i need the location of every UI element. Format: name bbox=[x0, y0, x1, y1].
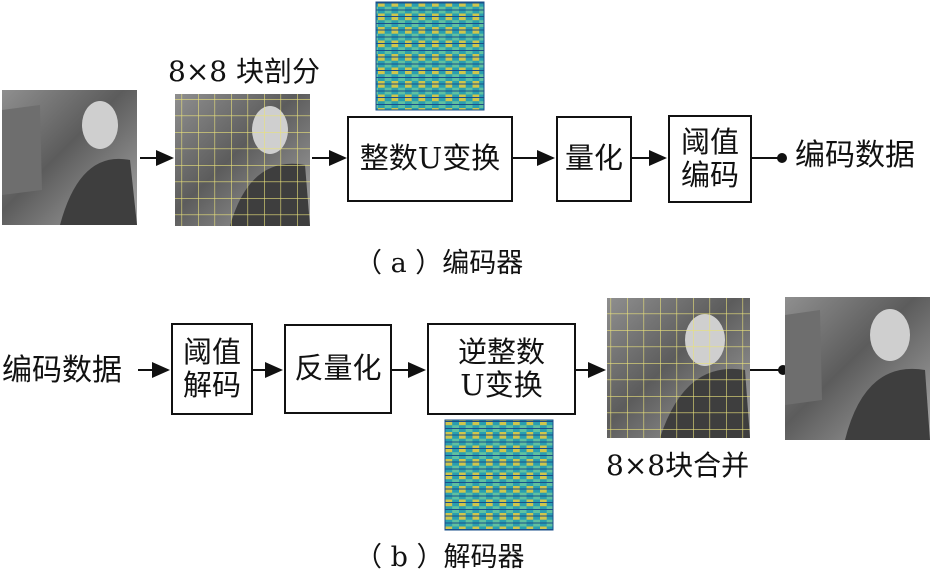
source-image bbox=[2, 90, 137, 225]
reconstructed-image bbox=[785, 297, 930, 440]
merged-image bbox=[607, 298, 750, 438]
quantize-text: 量化 bbox=[564, 141, 623, 176]
decoder-caption: （ b ）解码器 bbox=[355, 542, 525, 573]
threshold-decode-box: 阈值 解码 bbox=[171, 323, 253, 415]
split-label: 8×8 块剖分 bbox=[168, 55, 320, 88]
split-image bbox=[175, 94, 310, 226]
threshold-encode-line2: 编码 bbox=[680, 158, 739, 192]
basis-image-decoder bbox=[444, 419, 554, 531]
encoded-output-label: 编码数据 bbox=[795, 138, 915, 173]
threshold-decode-line2: 解码 bbox=[182, 368, 241, 402]
dequantize-box: 反量化 bbox=[284, 324, 392, 414]
inverse-transform-line1: 逆整数 bbox=[457, 334, 545, 369]
basis-image-encoder bbox=[375, 1, 485, 111]
output-dot bbox=[777, 153, 787, 163]
dequantize-text: 反量化 bbox=[294, 351, 382, 386]
quantize-box: 量化 bbox=[556, 116, 632, 202]
threshold-encode-line1: 阈值 bbox=[680, 124, 739, 159]
threshold-decode-line1: 阈值 bbox=[182, 334, 241, 369]
threshold-encode-box: 阈值 编码 bbox=[668, 115, 752, 203]
merge-label: 8×8块合并 bbox=[606, 449, 750, 482]
inverse-transform-box: 逆整数 U变换 bbox=[427, 323, 576, 415]
integer-u-transform-box: 整数U变换 bbox=[347, 116, 513, 202]
integer-u-transform-text: 整数U变换 bbox=[359, 141, 501, 176]
inverse-transform-line2: U变换 bbox=[460, 368, 543, 402]
encoded-input-label: 编码数据 bbox=[2, 353, 122, 388]
encoder-caption: （ a ）编码器 bbox=[355, 248, 524, 279]
